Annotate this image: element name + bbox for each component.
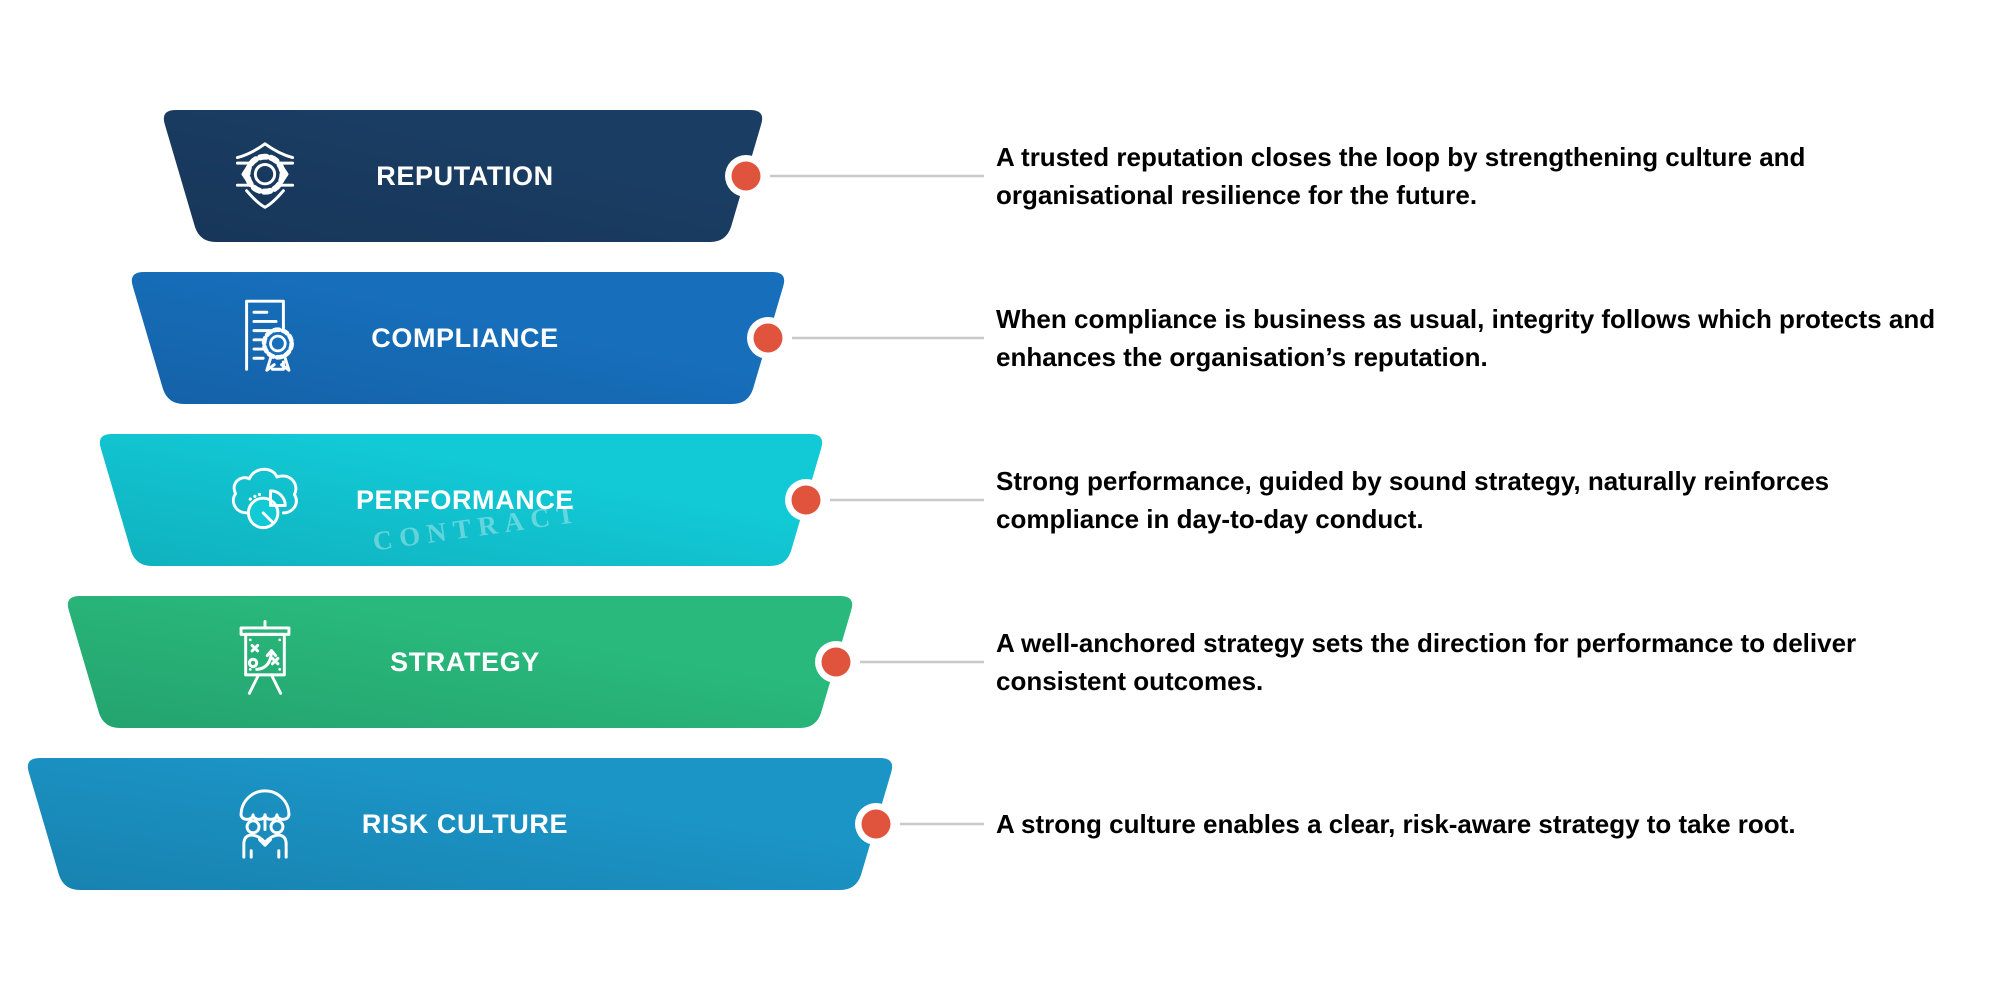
description-line: compliance in day-to-day conduct. — [996, 504, 1424, 534]
description-line: A strong culture enables a clear, risk-a… — [996, 809, 1796, 839]
description-reputation: A trusted reputation closes the loop by … — [996, 138, 1805, 214]
layer-shade — [163, 110, 763, 242]
connector-dot-performance — [785, 479, 827, 521]
connector-dot-strategy — [815, 641, 857, 683]
certificate-document-icon — [219, 292, 311, 384]
description-line: When compliance is business as usual, in… — [996, 304, 1936, 334]
layer-label-strategy: STRATEGY — [390, 646, 540, 677]
cloud-pie-chart-icon — [219, 454, 311, 546]
layer-label-reputation: REPUTATION — [376, 160, 554, 191]
description-line: A trusted reputation closes the loop by … — [996, 142, 1806, 172]
shield-gear-icon — [219, 130, 311, 222]
tactics-board-icon — [219, 616, 311, 708]
description-line: A well-anchored strategy sets the direct… — [996, 628, 1857, 658]
description-line: enhances the organisation’s reputation. — [996, 342, 1488, 372]
description-compliance: When compliance is business as usual, in… — [996, 300, 1935, 376]
connector-dot-compliance — [747, 317, 789, 359]
description-line: consistent outcomes. — [996, 666, 1264, 696]
layer-label-compliance: COMPLIANCE — [371, 322, 559, 353]
description-risk-culture: A strong culture enables a clear, risk-a… — [996, 805, 1796, 843]
layer-label-performance: PERFORMANCE — [355, 484, 575, 515]
layer-label-risk-culture: RISK CULTURE — [361, 808, 569, 839]
layer-shade — [131, 272, 785, 404]
description-line: Strong performance, guided by sound stra… — [996, 466, 1830, 496]
description-performance: Strong performance, guided by sound stra… — [996, 462, 1829, 538]
connector-dot-reputation — [725, 155, 767, 197]
description-strategy: A well-anchored strategy sets the direct… — [996, 624, 1856, 700]
description-line: organisational resilience for the future… — [996, 180, 1478, 210]
umbrella-people-icon — [219, 778, 311, 870]
connector-dot-risk-culture — [855, 803, 897, 845]
layer-shade — [99, 434, 823, 566]
